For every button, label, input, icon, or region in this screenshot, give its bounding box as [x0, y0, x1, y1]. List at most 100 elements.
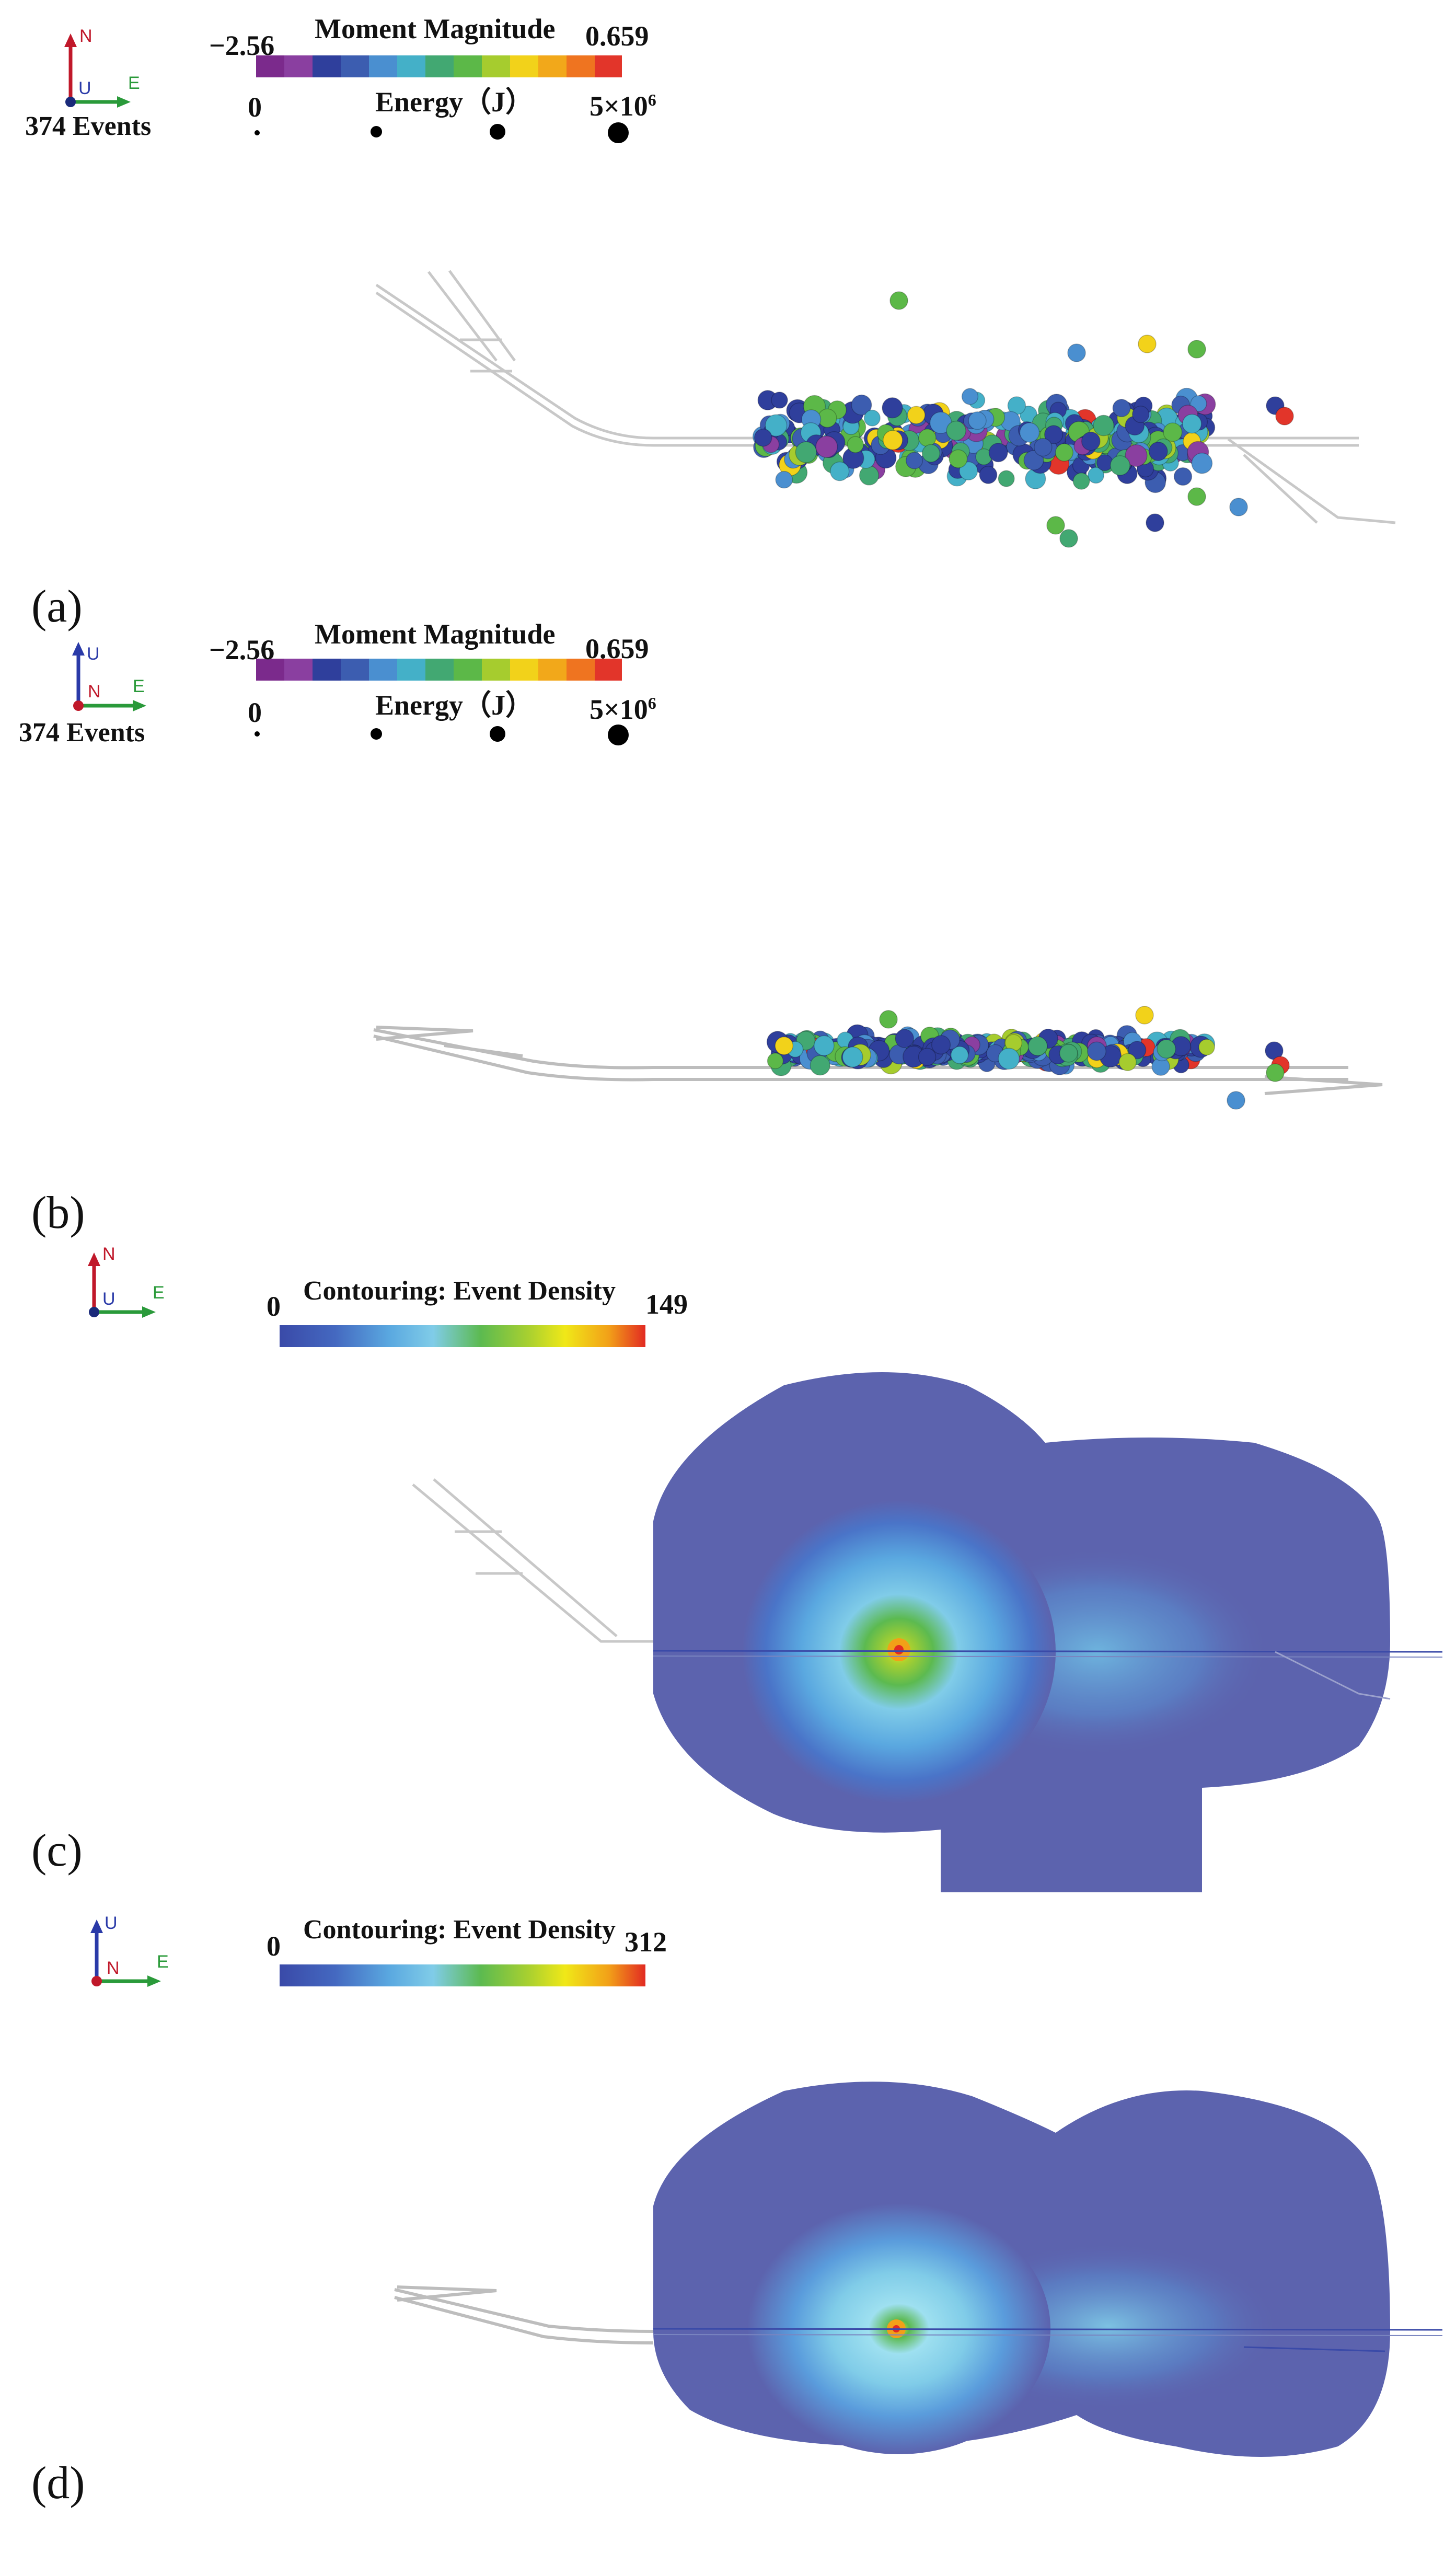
event-point — [1093, 415, 1115, 436]
energy-size-legend — [255, 725, 629, 745]
event-point — [998, 1048, 1020, 1070]
axis-triad — [64, 33, 131, 108]
event-point — [1081, 431, 1101, 451]
event-point — [1046, 516, 1065, 535]
axis-center-label: N — [88, 682, 101, 702]
event-point — [1034, 438, 1053, 457]
tunnel-outline — [394, 2285, 654, 2344]
axis-up-label: U — [105, 1913, 118, 1933]
density-colorbar — [280, 1964, 645, 1986]
axis-right-label: E — [133, 676, 145, 696]
event-point — [754, 428, 772, 447]
event-point — [1275, 407, 1294, 426]
magnitude-colorbar — [256, 55, 622, 77]
energy-title: Energy（J） — [375, 689, 534, 721]
event-point — [918, 429, 937, 447]
event-point — [889, 291, 908, 310]
event-point — [1163, 422, 1183, 442]
event-point — [1173, 467, 1193, 486]
event-point — [765, 414, 788, 437]
axis-center-label: U — [102, 1289, 115, 1309]
event-point — [1190, 395, 1207, 412]
event-point — [882, 397, 903, 419]
event-point — [863, 409, 881, 427]
event-point — [918, 1048, 937, 1066]
event-point — [949, 449, 968, 468]
axis-center-label: U — [78, 78, 91, 98]
axis-triad — [72, 642, 146, 711]
event-scatter-plan — [752, 291, 1294, 548]
colorbar-min: 0 — [267, 1291, 281, 1322]
energy-size-legend — [255, 122, 629, 143]
event-point — [1044, 425, 1064, 444]
events-count: 374 Events — [25, 111, 152, 141]
density-contour — [653, 2082, 1443, 2457]
tunnel-outline — [373, 1026, 1383, 1095]
panel-c-graphic — [88, 1252, 1443, 1892]
panel-c: N U E Contouring: Event Density 0 149 (c… — [0, 1244, 1456, 1913]
panel-label: (b) — [31, 1188, 85, 1238]
axis-center-label: N — [107, 1958, 120, 1978]
event-point — [1118, 1053, 1137, 1072]
density-colorbar — [280, 1325, 645, 1347]
event-point — [767, 1052, 784, 1070]
event-point — [810, 1055, 830, 1076]
colorbar-min: 0 — [267, 1930, 281, 1962]
event-point — [1087, 1041, 1106, 1061]
colorbar-max: 149 — [645, 1289, 688, 1320]
colorbar-min: −2.56 — [209, 30, 275, 61]
event-point — [1132, 405, 1150, 423]
event-point — [775, 1036, 794, 1055]
event-point — [1146, 513, 1164, 532]
colorbar-title: Contouring: Event Density — [303, 1276, 616, 1306]
axis-right-label: E — [128, 73, 140, 93]
event-point — [1112, 399, 1131, 418]
event-point — [1023, 450, 1044, 470]
colorbar-title: Moment Magnitude — [315, 618, 556, 650]
axis-triad — [90, 1919, 161, 1987]
event-point — [1157, 1039, 1176, 1059]
event-point — [1128, 1041, 1147, 1060]
event-point — [979, 465, 998, 484]
axis-right-label: E — [153, 1283, 165, 1303]
event-point — [879, 1010, 898, 1029]
event-point — [905, 452, 923, 469]
tunnel-outline — [375, 270, 1396, 524]
event-point — [1148, 442, 1168, 461]
panel-b: 374 Events U N E −2.56 Moment Magnitude … — [0, 618, 1456, 1275]
energy-min: 0 — [248, 697, 262, 728]
panel-d: U N E Contouring: Event Density 0 312 (d… — [0, 1913, 1456, 2552]
colorbar-title: Contouring: Event Density — [303, 1915, 616, 1945]
event-point — [815, 435, 838, 458]
event-point — [1072, 472, 1090, 490]
event-point — [1059, 529, 1078, 548]
event-point — [958, 461, 978, 481]
colorbar-max: 0.659 — [585, 20, 649, 52]
event-point — [1135, 1006, 1154, 1025]
event-point — [1191, 452, 1213, 474]
panel-a-graphic — [64, 33, 1396, 548]
event-point — [1227, 1091, 1245, 1110]
event-scatter-section — [766, 1006, 1290, 1110]
event-point — [1187, 487, 1206, 506]
colorbar-max: 0.659 — [585, 633, 649, 664]
event-point — [1229, 498, 1248, 516]
event-point — [968, 411, 987, 430]
event-point — [1059, 1043, 1078, 1063]
energy-min: 0 — [248, 91, 262, 123]
event-point — [931, 1035, 951, 1055]
event-point — [950, 1046, 969, 1064]
events-count: 374 Events — [19, 718, 145, 748]
event-point — [921, 444, 941, 463]
axis-triad — [88, 1252, 156, 1318]
colorbar-title: Moment Magnitude — [315, 13, 556, 44]
axis-up-label: N — [79, 26, 93, 46]
event-point — [851, 394, 872, 416]
panel-d-graphic — [90, 1919, 1443, 2457]
event-point — [1055, 443, 1073, 462]
density-contour — [653, 1372, 1443, 1892]
event-point — [842, 1047, 863, 1068]
panel-label: (c) — [31, 1825, 83, 1876]
event-point — [1027, 1036, 1048, 1056]
event-point — [1019, 422, 1040, 443]
